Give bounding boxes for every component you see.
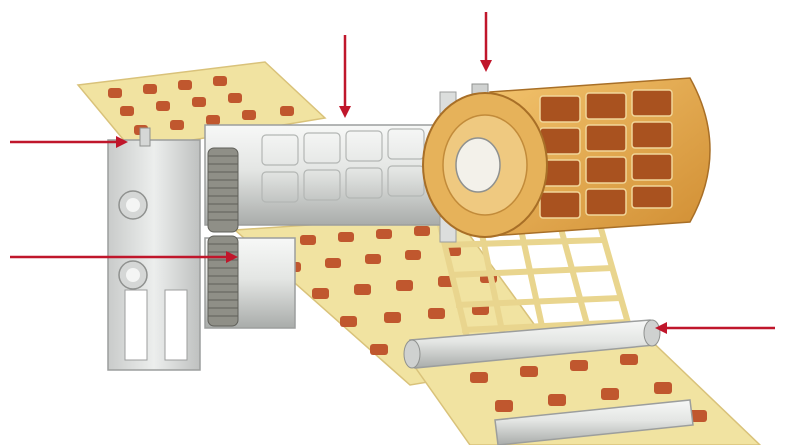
red-arrow-icon (480, 12, 492, 72)
red-arrow-icon (10, 136, 128, 148)
gear-icon (207, 147, 239, 327)
output-guide-roller (403, 319, 694, 445)
red-arrow-icon (10, 251, 238, 263)
red-arrow-icon (339, 35, 351, 118)
red-arrow-icon (655, 322, 775, 334)
callout-arrows (10, 12, 775, 334)
lidding-web-grid (437, 224, 633, 351)
lidding-coil (422, 77, 711, 238)
forming-roller (204, 124, 451, 226)
machine-frame (107, 127, 201, 371)
